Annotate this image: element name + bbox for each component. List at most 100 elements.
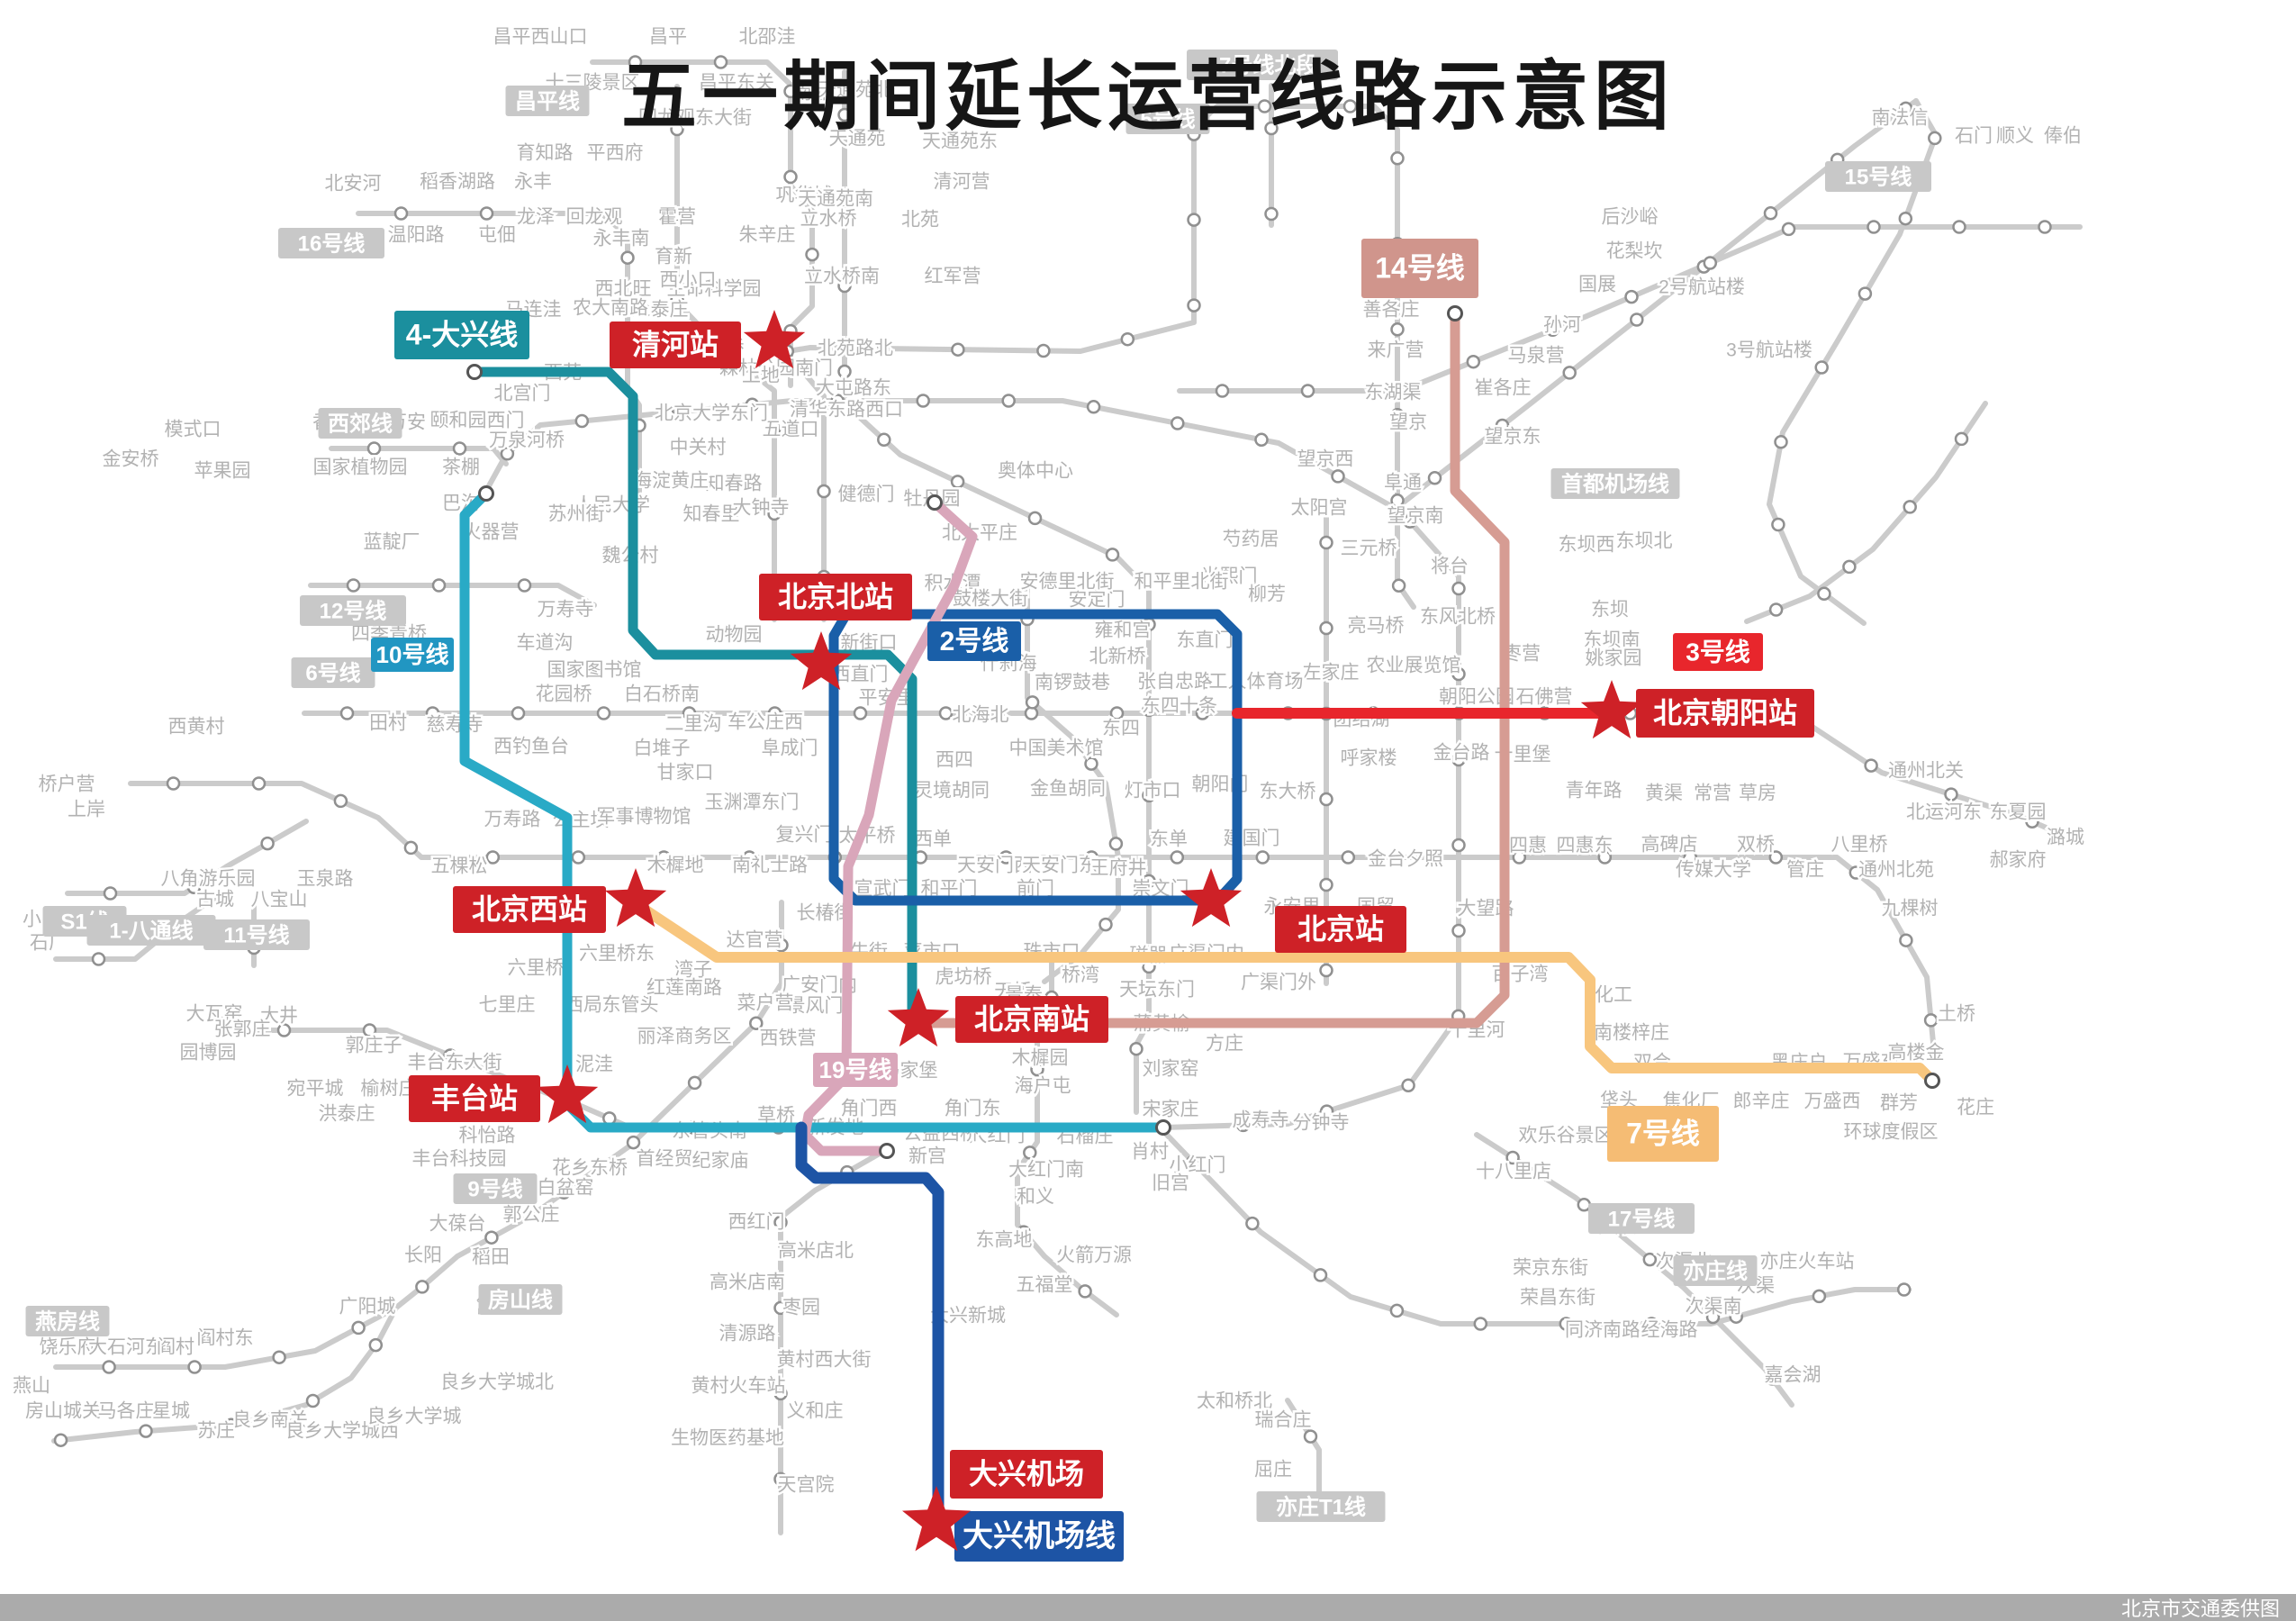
station-label: 肖村 [1131,1142,1169,1163]
station-label: 四惠 [1509,836,1547,856]
station-dot [817,398,831,413]
station-dot [1187,298,1201,312]
line-badge-gray-label: 17号线 [1608,1207,1676,1231]
station-dot [1427,471,1442,485]
station-dot [479,206,494,221]
station-dot [1120,331,1135,347]
station-label: 昌平西山口 [493,27,588,48]
station-dot [1768,850,1784,865]
station-label: 南邵 [793,83,831,104]
station-label: 星城 [152,1401,190,1422]
station-dot [1187,213,1201,227]
station-label: 车道沟 [517,633,574,654]
station-dot [817,484,831,499]
station-dot [1084,850,1099,865]
station-dot [783,84,798,99]
line-badge-gray [1588,1203,1695,1234]
station-label: 方庄 [1206,1034,1243,1055]
line-badge-label: 14号线 [1375,251,1465,284]
station-callout [453,886,606,933]
station-label: 中关村 [670,438,727,458]
station-label: 达官营 [727,930,783,951]
station-callout-label: 清河站 [632,328,719,360]
line-badge-gray [86,915,216,946]
station-label: 东直门 [1177,630,1234,651]
station-label: 蓝靛厂 [364,532,420,553]
station-label: 阎村东 [197,1328,254,1349]
station-label: 工人体育场 [1209,672,1304,693]
station-label: 知春路 [706,474,763,494]
station-dot [1703,256,1718,270]
station-label: 柳芳 [1248,584,1286,605]
station-label: 灵境胡同 [914,781,990,801]
station-label: 东坝西 [1559,535,1615,556]
station-label: 慈寿寺 [427,715,484,736]
station-callout [955,996,1108,1043]
terminus-dot [478,485,494,502]
station-dot [1264,206,1279,222]
line-badge-gray [318,408,402,439]
line-badge-gray [1256,1491,1386,1522]
station-dot [166,776,181,791]
station-label: 昌平 [649,27,687,48]
station-label: 天安门西 [957,856,1033,876]
station-dot [660,405,674,421]
station-label: 通州北苑 [1858,860,1934,881]
station-label: 太和桥北 [1197,1391,1272,1412]
station-dot [393,206,409,221]
station-label: 北京大学东门 [655,403,768,424]
station-label: 八里桥 [1831,835,1888,856]
station-dot [1763,206,1778,221]
station-label: 昌平东关 [699,73,774,94]
station-label: 大葆台 [429,1214,486,1235]
station-dot [1771,517,1785,532]
station-label: 八宝山 [251,890,308,910]
station-callout-label: 丰台站 [431,1082,518,1114]
station-label: 五棵松 [431,856,488,877]
line-badge [1361,239,1478,298]
station-dot [1814,360,1829,375]
station-dot [1036,343,1051,358]
line-badge-gray-label: 17号线北段 [1207,52,1318,77]
station-dot [186,880,202,895]
station-dot [1858,286,1873,301]
station-label: 望京西 [1297,449,1354,470]
station-dot [484,1230,499,1245]
station-label: 燕山 [13,1376,50,1397]
station-label: 良乡大学城北 [440,1372,554,1393]
star-icon [790,631,853,691]
station-label: 张自忠路 [1137,672,1213,693]
station-label: 花园桥 [536,684,592,705]
station-dot [1559,1317,1574,1331]
station-label: 枣园 [782,1298,820,1318]
station-label: 立水桥 [800,209,857,230]
station-label: 饶乐府 [40,1337,96,1358]
station-dot [1898,101,1913,116]
station-label: 稻香湖路 [420,172,495,193]
station-label: 国展 [1578,275,1616,295]
station-label: 欢乐谷景区 [1519,1126,1614,1146]
station-dot [1108,837,1124,851]
station-label: 菜户营 [737,993,794,1014]
station-callout-label: 大兴机场 [969,1457,1084,1490]
station-callout-label: 北京南站 [974,1002,1089,1035]
station-label: 花梨坎 [1606,241,1663,262]
station-dot [1390,408,1405,422]
station-dot [1630,312,1644,327]
star-icon [1580,680,1643,739]
station-label: 东单 [1150,829,1188,850]
station-label: 永泰庄 [632,300,689,321]
station-label: 大井 [260,1006,298,1027]
station-dot [500,447,515,461]
station-label: 荣昌东街 [1520,1288,1595,1309]
station-label: 国家图书馆 [547,660,642,681]
station-label: 分钟寺 [1293,1113,1350,1134]
station-label: 景风门 [787,996,844,1017]
station-label: 人民大学 [574,495,650,516]
line-badge-gray-label: 12号线 [320,599,387,623]
metro-line-19号线 [800,497,978,1156]
station-label: 木樨园 [1012,1048,1069,1069]
station-label: 亦庄火车站 [1760,1252,1855,1272]
station-label: 清源路 [719,1324,776,1345]
station-label: 光熙门 [1201,566,1258,587]
